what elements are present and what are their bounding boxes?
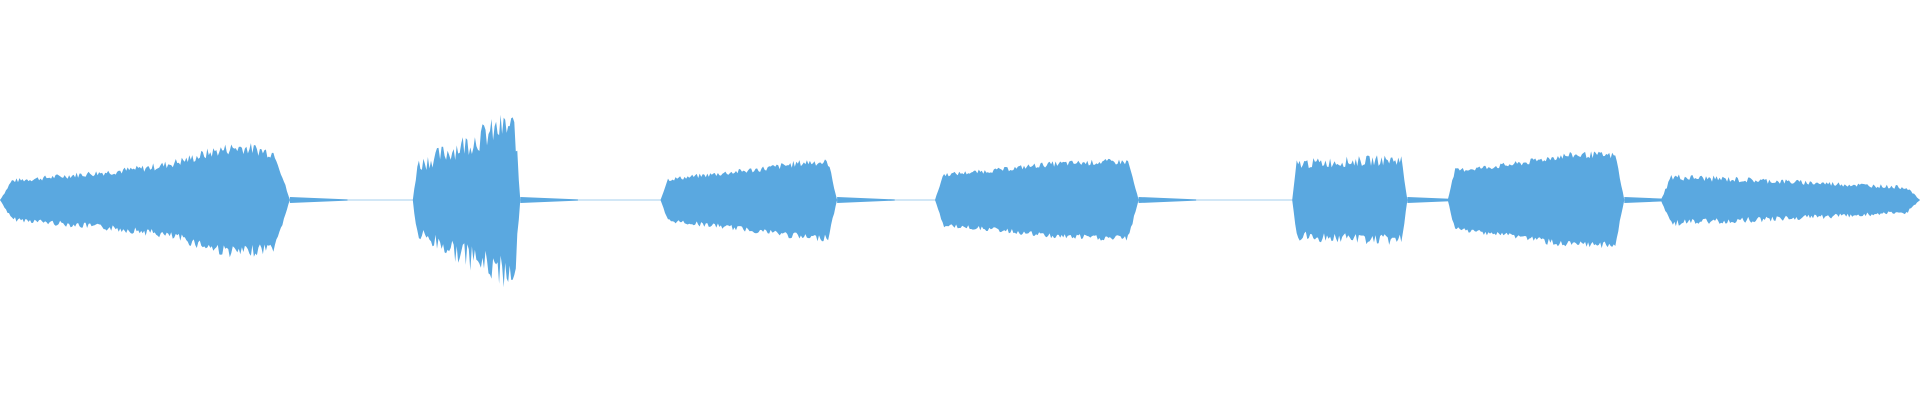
waveform-segment-7	[1660, 174, 1920, 227]
waveform-segments	[0, 114, 1920, 288]
waveform-segment-3	[660, 159, 838, 242]
waveform-segment-5	[1292, 155, 1408, 245]
waveform-tail-3	[837, 197, 895, 203]
waveform-segment-1	[0, 143, 290, 258]
waveform-tail-5	[1407, 197, 1465, 203]
waveform-segment-2	[412, 114, 521, 288]
waveform-tail-6	[1624, 197, 1682, 203]
waveform-segment-6	[1447, 151, 1625, 249]
waveform-tail-2	[520, 197, 578, 203]
waveform-segment-4	[935, 158, 1139, 241]
waveform-tail-4	[1138, 197, 1197, 203]
waveform-tail-1	[289, 197, 348, 203]
